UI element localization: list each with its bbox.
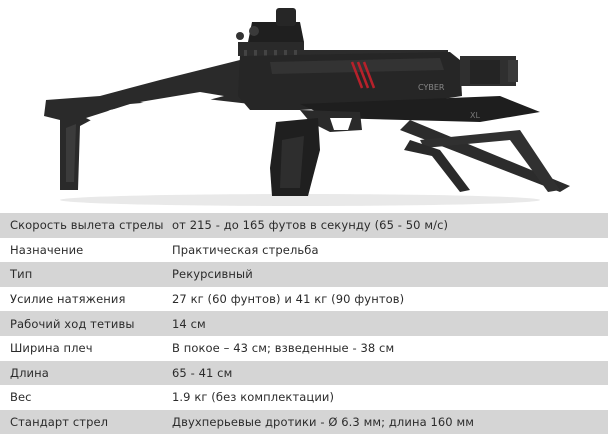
- spec-value: от 215 - до 165 футов в секунду (65 - 50…: [172, 218, 449, 233]
- limbs: XL: [300, 96, 570, 192]
- spec-name: Назначение: [10, 242, 84, 257]
- spec-row-power-stroke: Рабочий ход тетивы 14 см: [0, 311, 608, 336]
- spec-value: Практическая стрельба: [172, 242, 319, 257]
- pistol-grip: [270, 110, 362, 196]
- spec-value: Двухперьевые дротики - Ø 6.3 мм; длина 1…: [172, 415, 475, 430]
- spec-row-limb-width: Ширина плеч В покое – 43 см; взведенные …: [0, 335, 608, 361]
- spec-row-arrow-standard: Стандарт стрел Двухперьевые дротики - Ø …: [0, 409, 608, 435]
- spec-name: Усилие натяжения: [10, 292, 126, 307]
- spec-value: 27 кг (60 фунтов) и 41 кг (90 фунтов): [172, 292, 405, 307]
- body-mark: CYBER: [418, 83, 445, 92]
- crossbow-illustration: CYBER XL: [44, 8, 570, 206]
- spec-row-draw-weight: Усилие натяжения 27 кг (60 фунтов) и 41 …: [0, 286, 608, 312]
- spec-name: Вес: [10, 390, 32, 405]
- spec-name: Длина: [10, 365, 49, 380]
- spec-row-length: Длина 65 - 41 см: [0, 360, 608, 386]
- spec-value: 65 - 41 см: [172, 365, 233, 380]
- spec-name: Скорость вылета стрелы: [10, 218, 164, 233]
- spec-value: 14 см: [172, 316, 206, 331]
- spec-row-arrow-speed: Скорость вылета стрелы от 215 - до 165 ф…: [0, 213, 608, 238]
- picatinny-rail: [238, 50, 448, 56]
- limb-mark: XL: [470, 111, 480, 120]
- spec-value: В покое – 43 см; взведенные - 38 см: [172, 341, 395, 356]
- spec-name: Тип: [10, 267, 33, 282]
- specs-table: Скорость вылета стрелы от 215 - до 165 ф…: [0, 213, 608, 435]
- spec-name: Ширина плеч: [10, 341, 93, 356]
- spec-row-weight: Вес 1.9 кг (без комплектации): [0, 385, 608, 410]
- spec-value: 1.9 кг (без комплектации): [172, 390, 335, 405]
- spec-value: Рекурсивный: [172, 267, 253, 282]
- spec-row-purpose: Назначение Практическая стрельба: [0, 237, 608, 263]
- spec-name: Стандарт стрел: [10, 415, 109, 430]
- spec-row-type: Тип Рекурсивный: [0, 262, 608, 287]
- folding-stock: [44, 60, 250, 190]
- crossbow-photo: CYBER XL: [0, 0, 608, 213]
- red-dot-sight: [236, 8, 304, 50]
- spec-name: Рабочий ход тетивы: [10, 316, 135, 331]
- crossbow-body: CYBER: [238, 52, 518, 110]
